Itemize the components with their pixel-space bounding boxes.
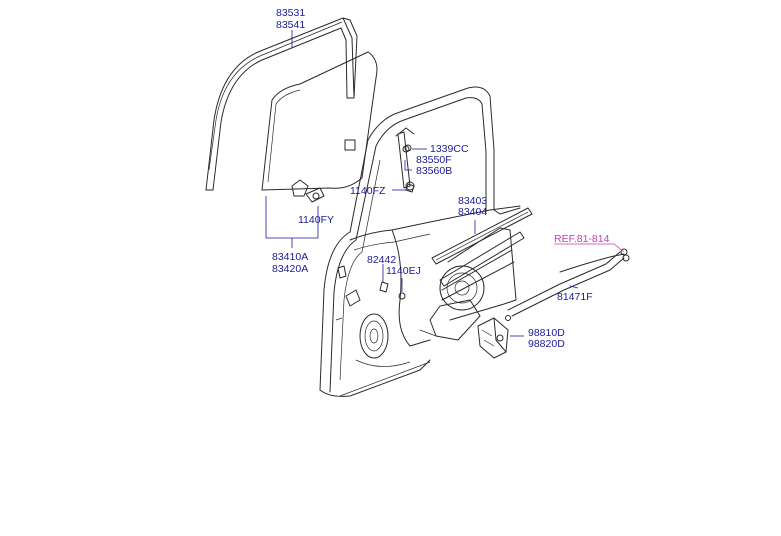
label-reference[interactable]: REF.81-814: [554, 233, 610, 245]
part-labels: 83531 83541 1339CC 83550F 83560B 1140FZ …: [272, 7, 610, 350]
label-rail-b[interactable]: 83560B: [416, 165, 452, 177]
door-glass: [261, 51, 378, 203]
label-channel-b[interactable]: 83541: [276, 19, 305, 31]
label-bolt-1339[interactable]: 1339CC: [430, 143, 469, 155]
fasteners: [312, 145, 415, 300]
label-glass-b[interactable]: 83420A: [272, 263, 308, 275]
label-glass-a[interactable]: 83410A: [272, 251, 308, 263]
label-cable[interactable]: 81471F: [557, 291, 593, 303]
label-regulator-b[interactable]: 83404: [458, 206, 487, 218]
glass-run-channel: [205, 17, 358, 191]
label-bolt-1140ej[interactable]: 1140EJ: [386, 265, 421, 277]
regulator-cable: [505, 248, 630, 321]
label-grommet[interactable]: 82442: [367, 254, 396, 266]
leader-lines: [265, 30, 625, 337]
glass-rail: [395, 127, 415, 191]
label-bolt-1140fz[interactable]: 1140FZ: [350, 185, 386, 197]
label-motor-a[interactable]: 98810D: [528, 327, 565, 339]
door-frame: [319, 86, 521, 397]
label-channel-a[interactable]: 83531: [276, 7, 305, 19]
label-bolt-1140fy[interactable]: 1140FY: [298, 214, 334, 226]
window-regulator: [419, 207, 533, 341]
label-motor-b[interactable]: 98820D: [528, 338, 565, 350]
inner-door-panel: [335, 205, 521, 367]
regulator-motor: [477, 317, 509, 359]
label-rail-a[interactable]: 83550F: [416, 154, 452, 166]
label-regulator-a[interactable]: 83403: [458, 195, 487, 207]
